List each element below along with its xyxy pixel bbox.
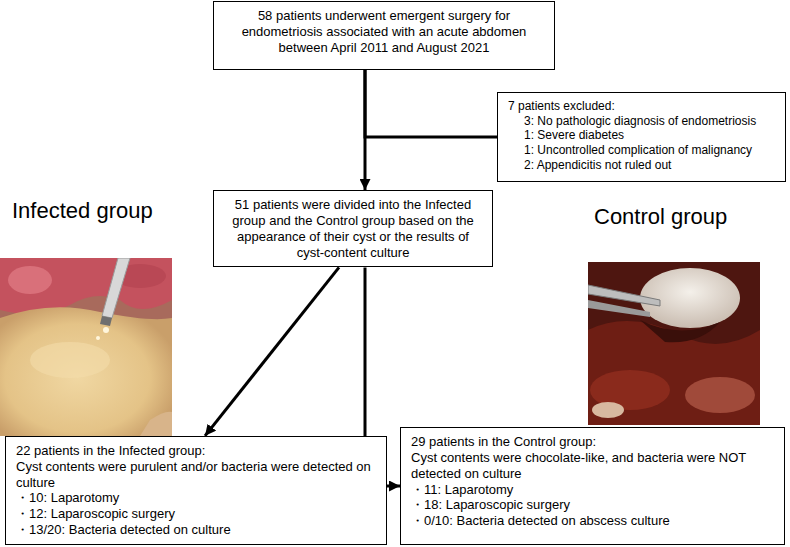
box-text: 3: No pathologic diagnosis of endometrio…: [508, 114, 775, 129]
tissue: [685, 377, 755, 413]
tissue: [140, 412, 172, 436]
box-text: ・12: Laparoscopic surgery: [16, 506, 376, 522]
box-text: ・18: Laparoscopic surgery: [411, 497, 774, 513]
suction-tube: [102, 258, 130, 318]
box-text: 1: Severe diabetes: [508, 128, 775, 143]
box-text: ・11: Laparotomy: [411, 482, 774, 498]
pus-sheen: [30, 342, 110, 378]
photo-ground: [588, 262, 760, 425]
chocolate-fluid: [640, 320, 720, 342]
group-box: 22 patients in the Infected group:Cyst c…: [5, 436, 387, 545]
source-box: 58 patients underwent emergent surgery f…: [213, 1, 555, 70]
cyst-wall: [640, 268, 740, 328]
box-heading: 58 patients underwent emergent surgery f…: [224, 8, 544, 56]
pus: [0, 307, 172, 436]
exclusion-box: 7 patients excluded:3: No pathologic dia…: [497, 92, 786, 182]
tissue: [592, 402, 624, 418]
box-text: 2: Appendicitis not ruled out: [508, 158, 775, 173]
group-label: Infected group: [12, 198, 153, 224]
bubble: [96, 336, 100, 340]
flow-arrow: [365, 70, 497, 137]
tissue: [8, 266, 52, 294]
box-text: Cyst contents were chocolate-like, and b…: [411, 450, 774, 482]
bubble: [103, 327, 109, 333]
photo-ground: [0, 258, 172, 436]
forceps: [588, 300, 650, 317]
box-heading: 29 patients in the Control group:: [411, 434, 774, 450]
box-heading: 51 patients were divided into the Infect…: [224, 197, 482, 260]
tissue: [0, 258, 172, 314]
allocation-box: 51 patients were divided into the Infect…: [213, 190, 493, 267]
suction-tip: [100, 316, 112, 326]
box-heading: 22 patients in the Infected group:: [16, 443, 376, 459]
box-text: ・13/20: Bacteria detected on culture: [16, 522, 376, 538]
box-text: Cyst contents were purulent and/or bacte…: [16, 459, 376, 491]
box-text: ・10: Laparotomy: [16, 490, 376, 506]
box-heading: 7 patients excluded:: [508, 99, 775, 114]
control-photo: [588, 262, 760, 425]
flow-arrow: [205, 267, 339, 435]
infected-photo: [0, 258, 172, 436]
group-box: 29 patients in the Control group:Cyst co…: [400, 427, 785, 545]
box-text: 1: Uncontrolled complication of malignan…: [508, 143, 775, 158]
box-text: ・0/10: Bacteria detected on abscess cult…: [411, 513, 774, 529]
group-label: Control group: [594, 204, 727, 230]
